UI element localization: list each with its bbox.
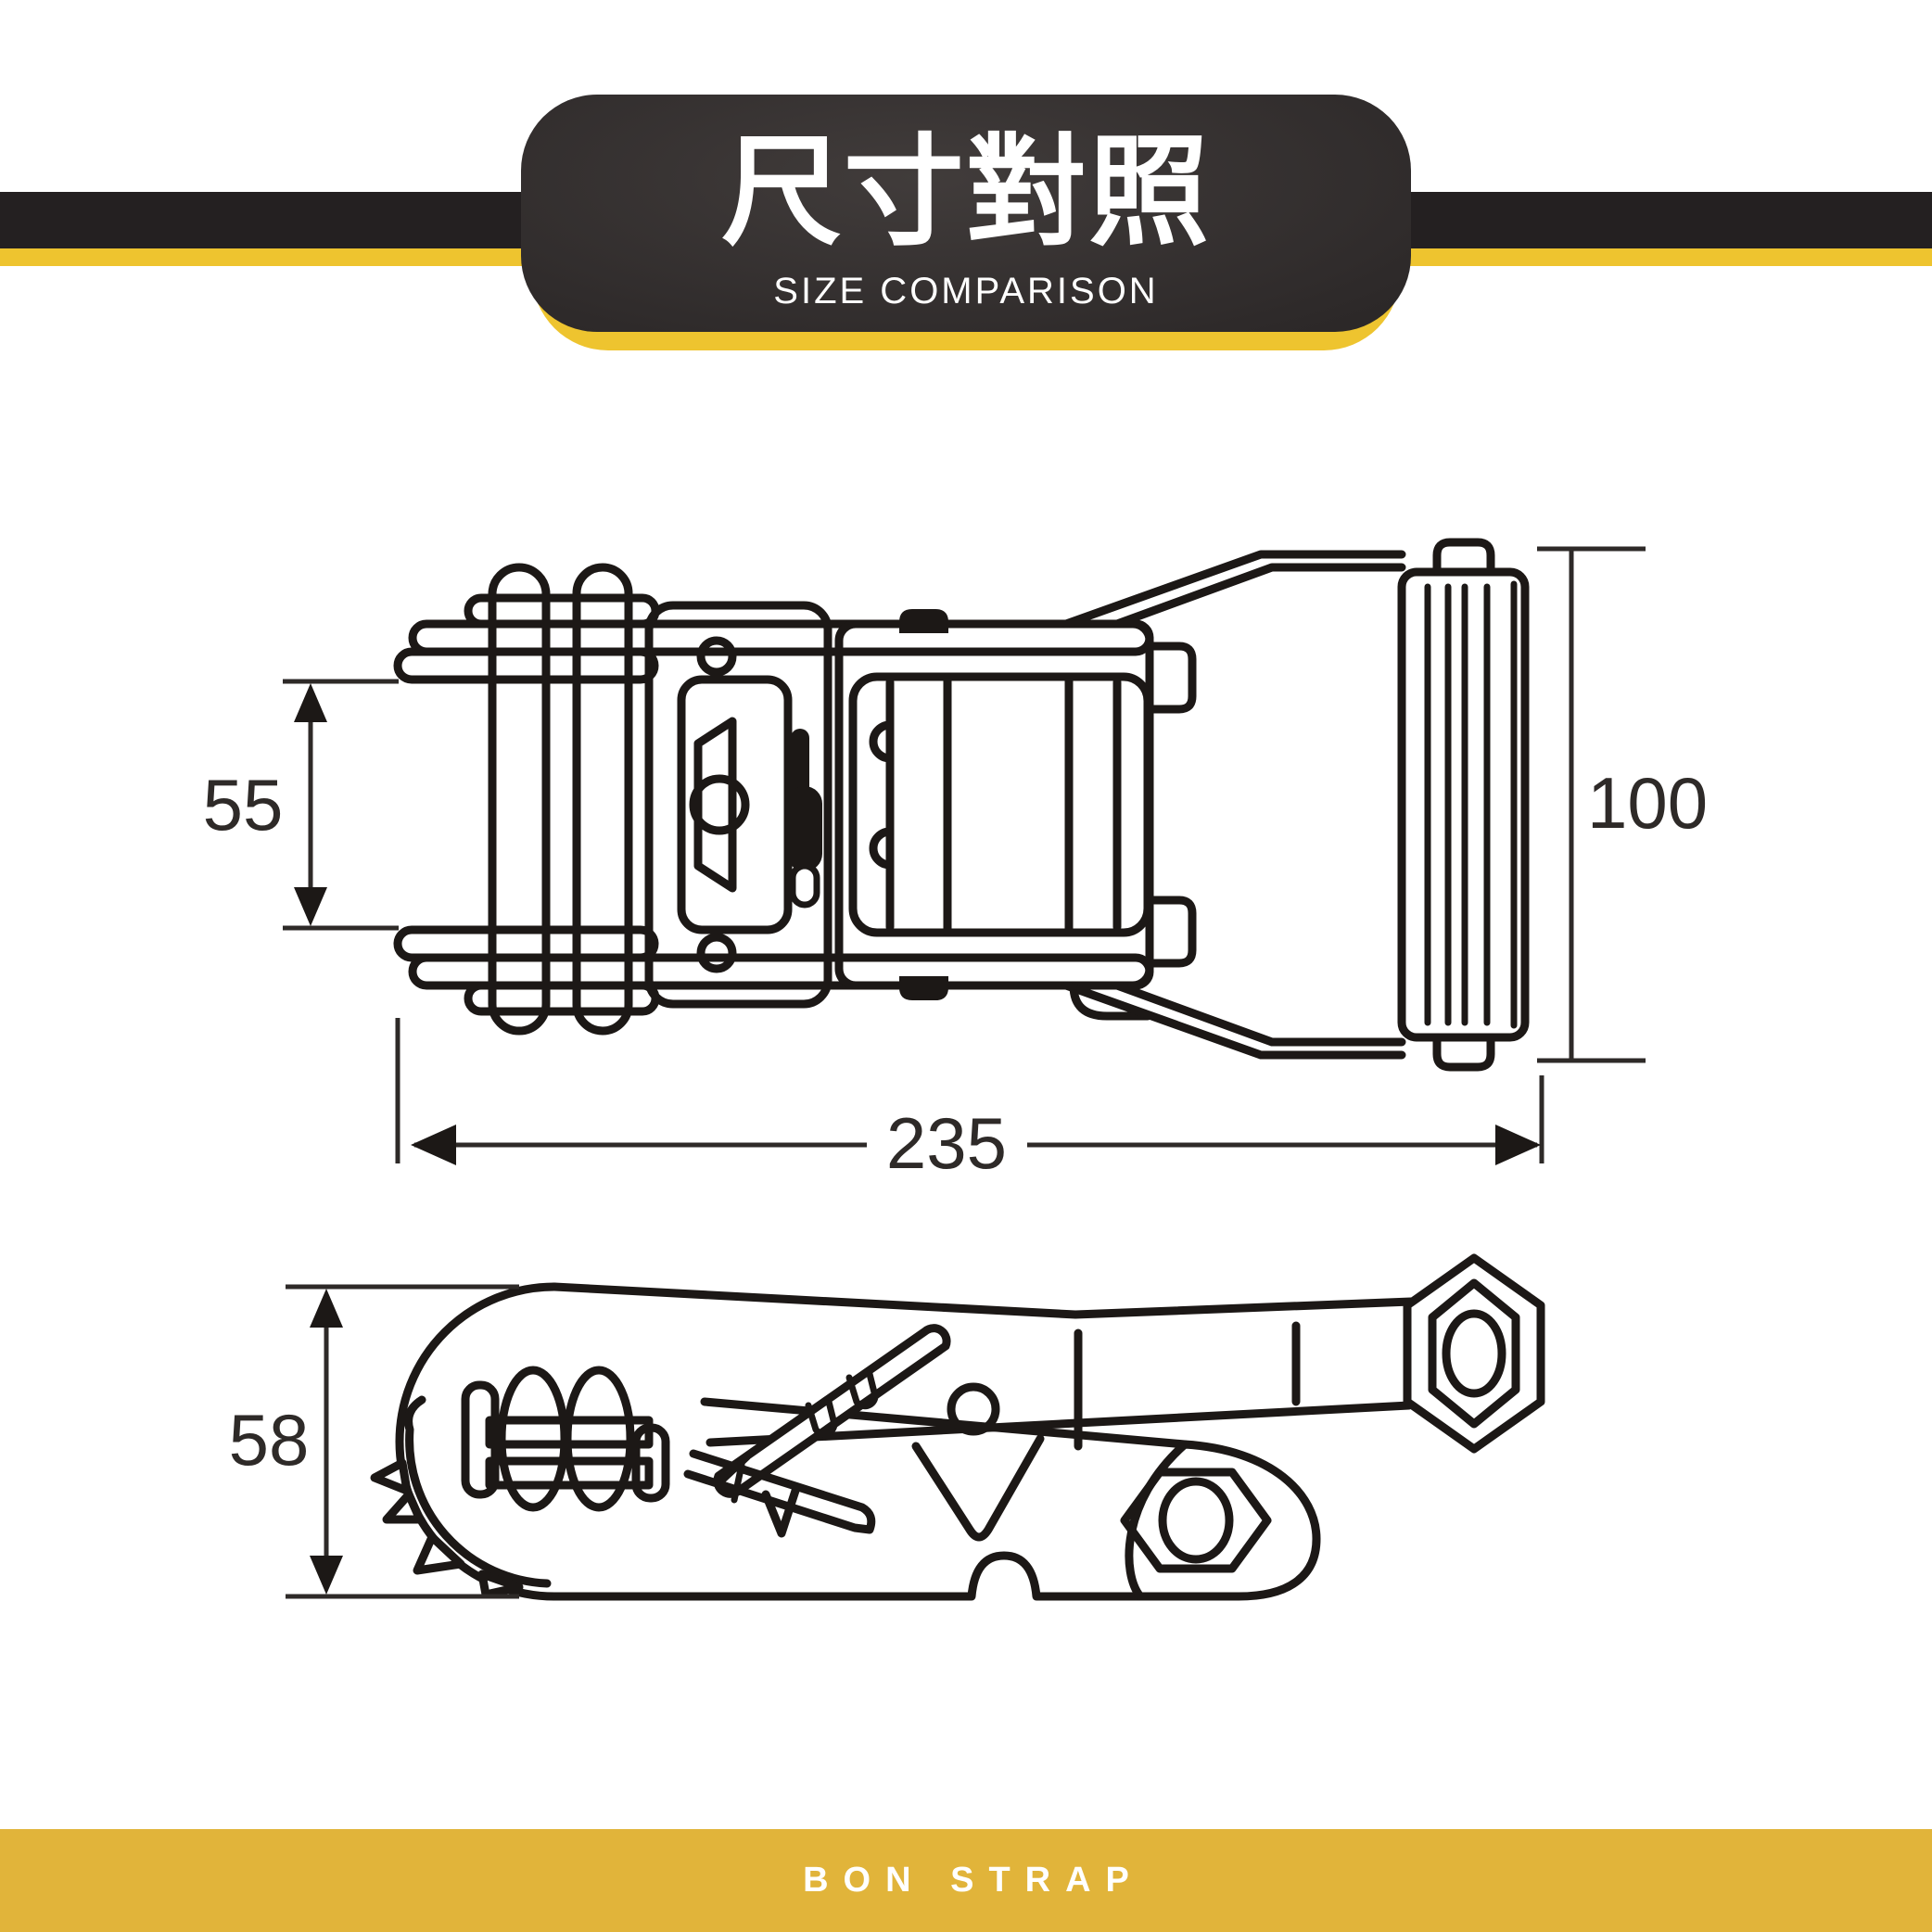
pivot-bolt-nut (1120, 1468, 1272, 1573)
dim-label-100: 100 (1587, 762, 1708, 844)
page-subtitle: SIZE COMPARISON (773, 271, 1159, 311)
dim-label-55: 55 (203, 764, 284, 845)
footer-bar: BON STRAP (0, 1829, 1932, 1932)
page-title: 尺寸對照 (720, 124, 1211, 260)
dim-label-58: 58 (229, 1399, 310, 1481)
lock-slot (791, 729, 809, 799)
center-rivet (689, 774, 750, 835)
gear-column-left (488, 563, 551, 1036)
banner (521, 95, 1411, 332)
rivet-bottom (696, 933, 737, 973)
dimension-annotations: 55 100 235 58 (203, 546, 1708, 1599)
handle-grip (1397, 567, 1530, 1042)
gear-column-right (572, 563, 633, 1036)
side-view-drawing (370, 1253, 1545, 1601)
rivet-top (696, 636, 737, 677)
frame (644, 601, 833, 1009)
dim-label-235: 235 (886, 1102, 1007, 1184)
top-view-drawing (393, 538, 1530, 1072)
brand-name: BON STRAP (803, 1861, 1144, 1900)
strap-bolt-nut (1403, 1253, 1545, 1454)
